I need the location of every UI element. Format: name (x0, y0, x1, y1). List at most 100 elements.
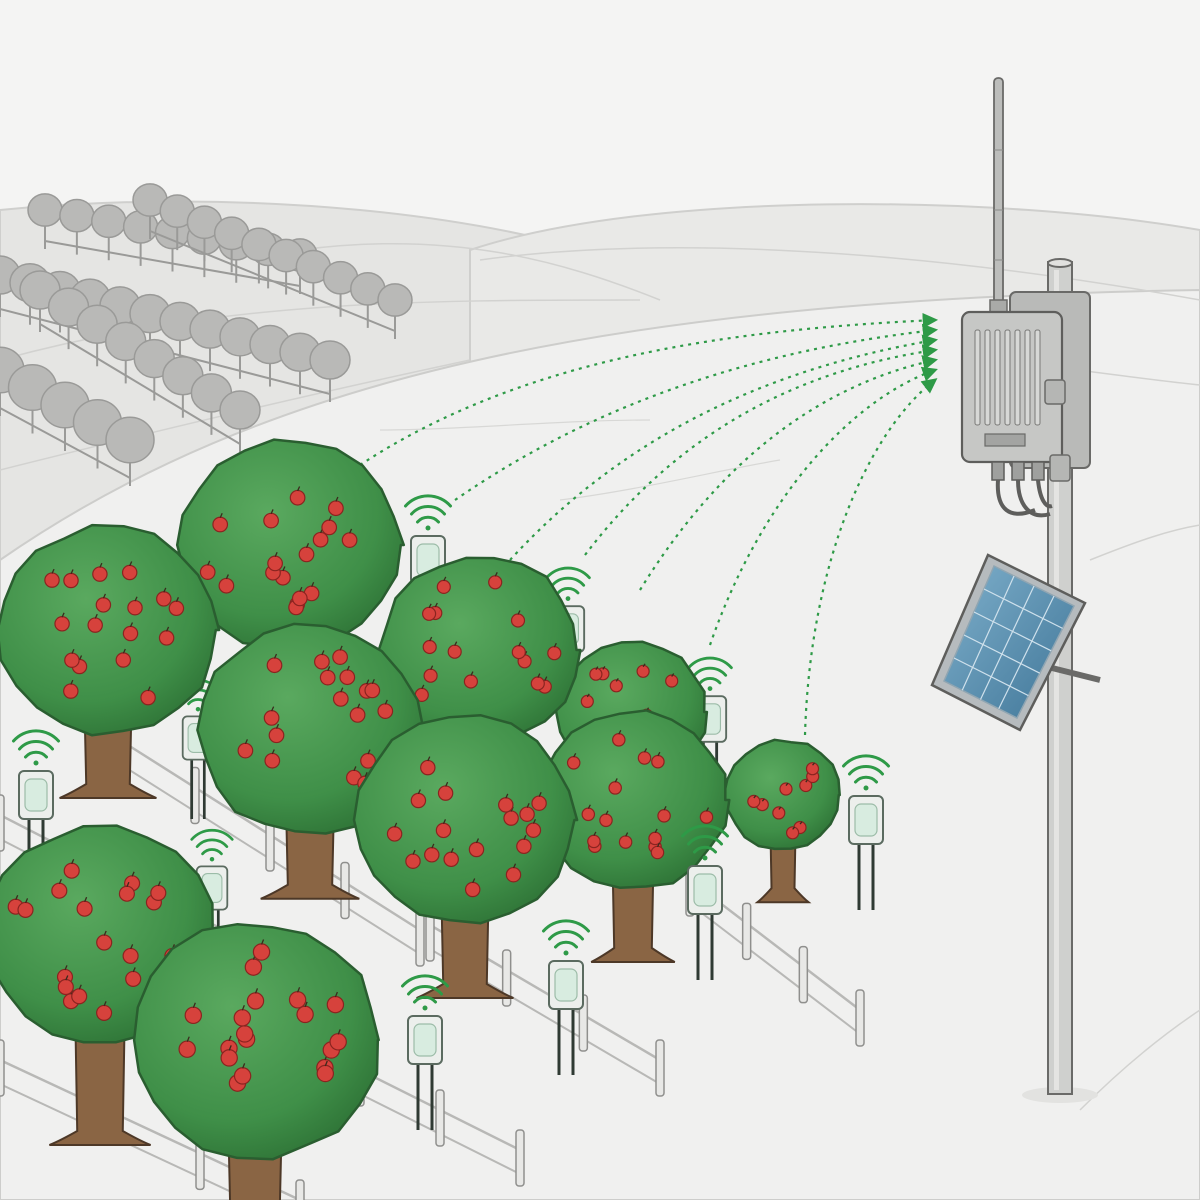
apple (424, 847, 440, 863)
apple (349, 707, 366, 723)
apples (44, 561, 185, 706)
wifi-signal-icon (401, 974, 449, 1011)
apple (63, 862, 80, 879)
signal-path (359, 312, 939, 466)
apple-stem (126, 881, 130, 888)
apple (150, 884, 167, 901)
apple-stem (532, 818, 537, 824)
apple (96, 934, 113, 951)
apple (636, 664, 650, 678)
apple-stem (70, 679, 74, 685)
sensor-screen (413, 1023, 437, 1057)
gateway-fin (974, 329, 981, 426)
apple-stem (260, 939, 265, 945)
apple-stem (537, 673, 541, 678)
apple (235, 1025, 254, 1043)
apples (386, 756, 547, 898)
apple (115, 652, 132, 668)
fence-post (435, 1089, 445, 1147)
apple (612, 733, 626, 747)
solar-cell-line (963, 634, 1041, 674)
apple (87, 617, 103, 633)
soil-sensor-icon (542, 919, 590, 1075)
apple-stem (517, 610, 521, 615)
apple-stem (328, 515, 332, 521)
apple (332, 691, 349, 707)
fence-rail (0, 1083, 251, 1200)
apple-stem (273, 653, 278, 659)
apple (212, 516, 229, 533)
apple-stem (615, 677, 619, 682)
apple (316, 1064, 335, 1083)
apple-stem (421, 684, 425, 690)
apple (314, 653, 330, 670)
signal-path (509, 334, 939, 561)
distant-vineyard-rows (0, 183, 413, 486)
tree-trunk (590, 837, 676, 963)
apple-stem (64, 965, 68, 971)
apple-stem (705, 807, 710, 812)
apple-stem (70, 569, 74, 575)
apple-stem (602, 665, 606, 670)
apple-stem (58, 878, 62, 885)
apple (158, 630, 175, 646)
apple-stem (778, 806, 782, 810)
soil-sensor-icon (681, 824, 729, 980)
apple (511, 644, 526, 660)
apple (608, 781, 622, 795)
apple-stem (274, 551, 278, 557)
apple (268, 727, 285, 744)
fence-post (515, 1129, 525, 1187)
apple-stem (605, 810, 609, 815)
apple (237, 742, 254, 759)
apple (581, 807, 596, 822)
apple (364, 682, 381, 699)
apple (618, 835, 633, 849)
apple (246, 992, 265, 1010)
apple-stem (618, 730, 622, 735)
apple-stem (157, 881, 161, 887)
contour-line (379, 419, 651, 431)
apple-stem (165, 626, 170, 632)
apple (339, 669, 356, 686)
apple-stem (643, 748, 648, 753)
apple-stem (192, 1002, 196, 1009)
signal-path (584, 344, 939, 556)
apple (291, 590, 308, 607)
apple-stem (271, 749, 275, 755)
apple-tree (0, 523, 221, 799)
apple-stem (65, 975, 69, 981)
apple-stem (384, 699, 388, 705)
grey-tree (91, 204, 127, 239)
apple (263, 512, 279, 529)
wifi-signal-icon (542, 919, 590, 956)
apple-stem (321, 650, 325, 656)
apple-stem (625, 832, 629, 837)
apple (168, 600, 185, 617)
apples (747, 762, 820, 840)
apple (420, 759, 436, 776)
solar-cell-line (983, 588, 1063, 629)
signal-path (708, 366, 938, 646)
apple-stem (434, 602, 438, 608)
apple (296, 1005, 314, 1024)
apple (288, 991, 307, 1009)
pole-highlight (1054, 270, 1059, 1090)
apple-stem (417, 789, 421, 795)
apple-stem (475, 838, 480, 844)
apple-stem (792, 826, 796, 830)
grey-tree (27, 193, 63, 227)
apple (772, 806, 786, 820)
apple (63, 572, 79, 589)
apple (71, 988, 88, 1005)
apple (289, 489, 306, 506)
signal-path (803, 378, 938, 736)
tree-trunk (260, 773, 360, 900)
apple (447, 644, 462, 659)
apple-stem (430, 665, 434, 670)
apple-stem (129, 561, 133, 567)
gateway-fin (1004, 329, 1011, 426)
apple (665, 674, 679, 688)
apple (341, 532, 358, 548)
apple-stem (505, 793, 509, 799)
